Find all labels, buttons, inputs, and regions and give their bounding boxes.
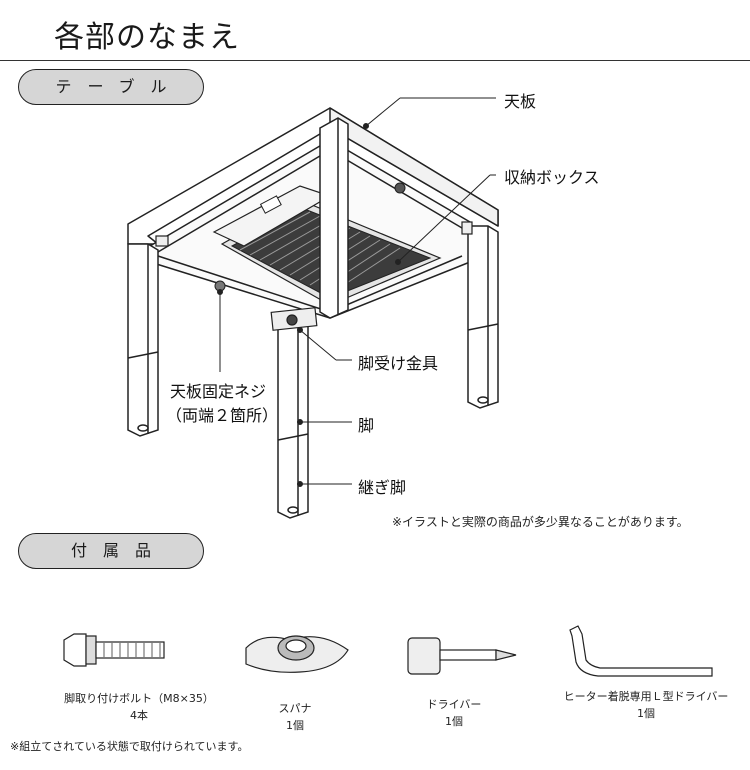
illustration-note: ※イラストと実際の商品が多少異なることがあります。: [392, 515, 689, 529]
accessory-spanner: スパナ 1個: [250, 700, 340, 734]
screwdriver-icon: [407, 637, 517, 675]
accessory-name: ヒーター着脱専用Ｌ型ドライバー: [563, 690, 729, 703]
accessory-screwdriver: ドライバー 1個: [404, 696, 504, 730]
accessory-name: ドライバー: [426, 698, 482, 711]
label-leg-bracket: 脚受け金具: [358, 354, 439, 373]
label-tenban: 天板: [504, 92, 537, 111]
title-divider: [0, 60, 750, 61]
accessory-qty: 1個: [637, 707, 655, 720]
accessory-l-driver: ヒーター着脱専用Ｌ型ドライバー 1個: [548, 688, 744, 722]
accessory-qty: 4本: [130, 709, 148, 722]
leg-bracket-illustration: [155, 221, 473, 331]
accessory-qty: 1個: [286, 719, 304, 732]
label-leg: 脚: [358, 416, 375, 435]
label-top-fix-screw-note: （両端２箇所）: [166, 406, 279, 425]
section-header-accessories: 付属品: [18, 533, 204, 569]
label-joint-leg: 継ぎ脚: [358, 478, 407, 497]
accessory-name: 脚取り付けボルト（M8×35）: [64, 692, 214, 705]
accessory-qty: 1個: [445, 715, 463, 728]
footer-note: ※組立てされている状態で取付けられています。: [10, 740, 249, 753]
accessory-name: スパナ: [278, 702, 312, 715]
spanner-icon: [245, 635, 349, 673]
section-header-table: テーブル: [18, 69, 204, 105]
page-title: 各部のなまえ: [54, 20, 240, 55]
l-driver-icon: [569, 625, 713, 677]
label-storage-box: 収納ボックス: [504, 168, 600, 187]
accessory-bolt: 脚取り付けボルト（M8×35） 4本: [54, 690, 224, 724]
bolt-icon: [63, 633, 165, 667]
label-top-fix-screw: 天板固定ネジ: [170, 382, 267, 401]
